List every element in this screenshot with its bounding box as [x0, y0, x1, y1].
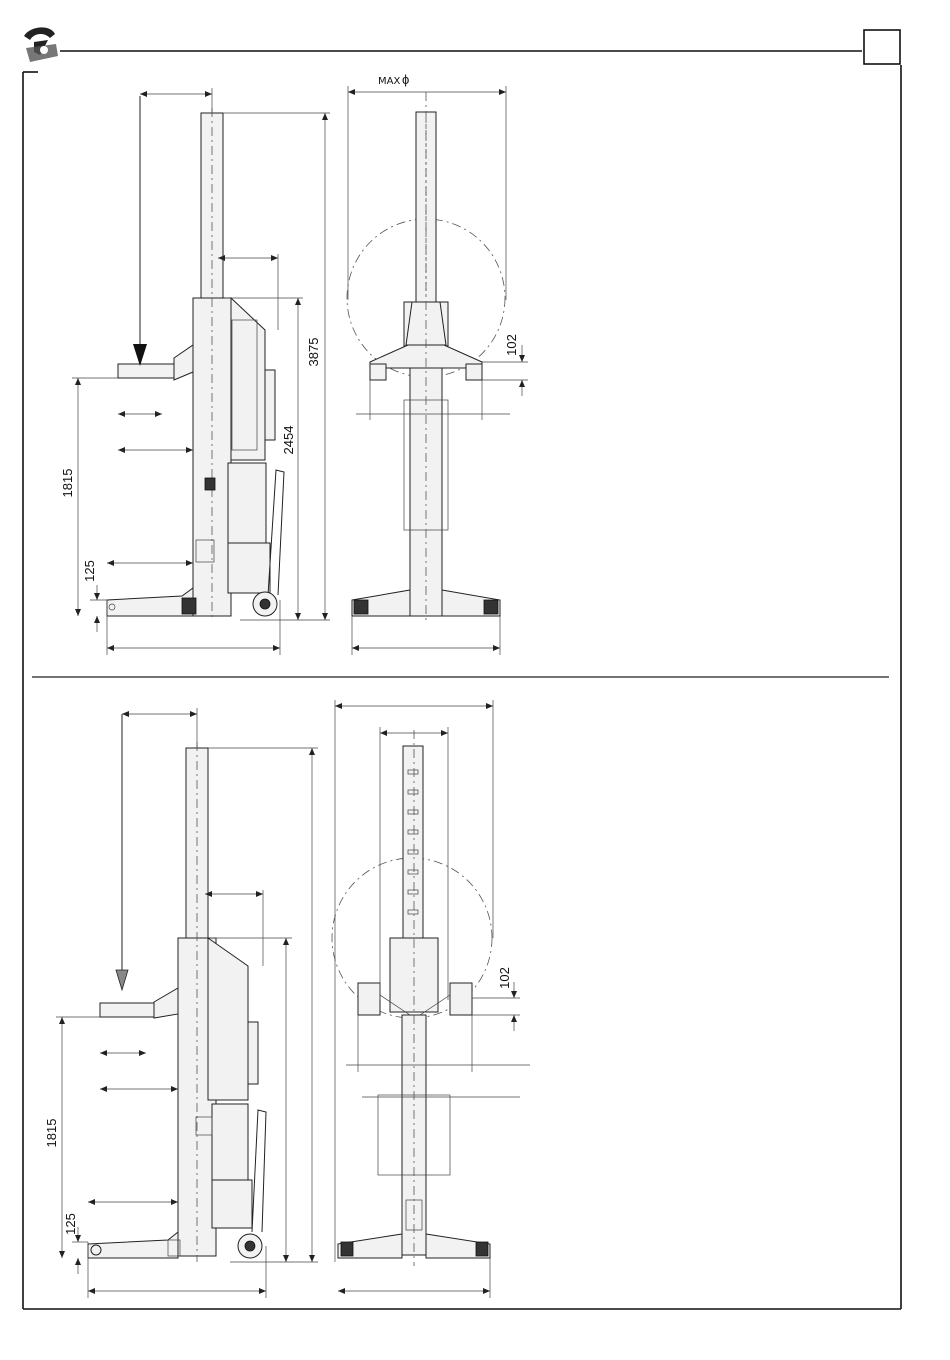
bottom-front-view — [332, 730, 492, 1266]
dim-total-height: 3875 — [306, 338, 321, 367]
rav-logo-icon — [24, 27, 58, 62]
top-side-view — [107, 96, 284, 620]
bottom-side-view — [88, 714, 266, 1262]
dim-adapter-bottom: 102 — [497, 967, 512, 989]
top-front-view — [347, 92, 505, 624]
corner-box — [864, 30, 900, 64]
dim-base-height: 125 — [82, 560, 97, 582]
dim-lift-height: 2454 — [281, 426, 296, 455]
dim-adapter-top: 102 — [504, 334, 519, 356]
diameter-symbol-top: ϕ — [402, 72, 409, 87]
dim-base-height-bottom: 125 — [63, 1213, 78, 1235]
dim-fork-height: 1815 — [60, 469, 75, 498]
max-label-top: MAX — [378, 76, 400, 87]
dim-fork-height-bottom: 1815 — [44, 1119, 59, 1148]
sheet-frame — [23, 51, 901, 1309]
